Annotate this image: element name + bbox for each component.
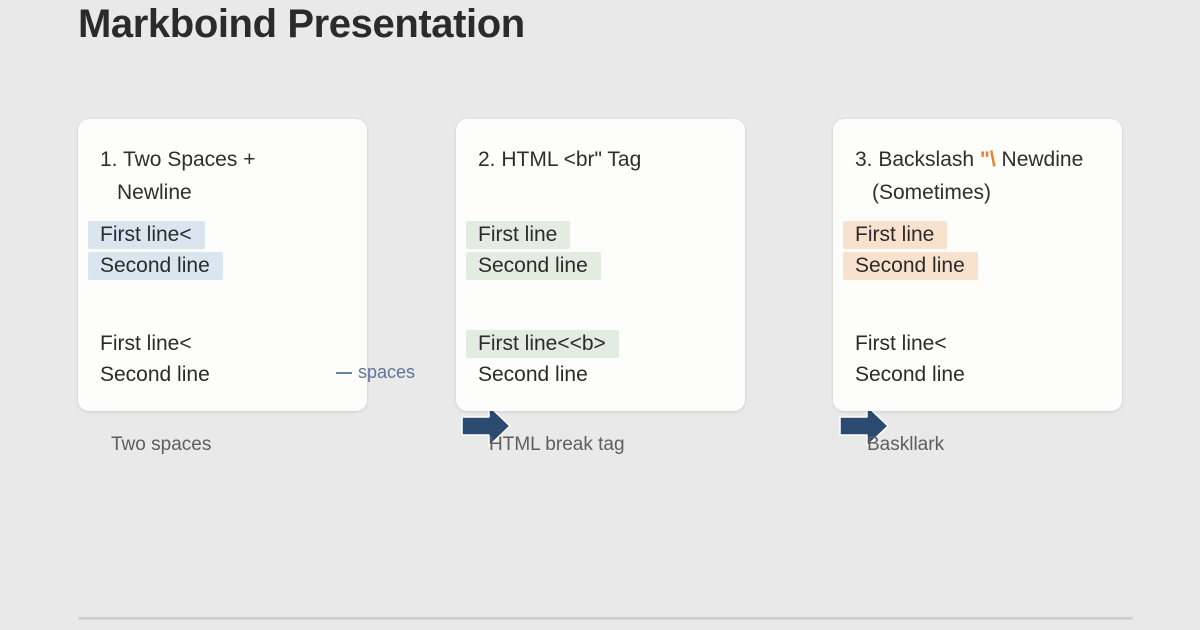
code-line: Second line bbox=[855, 359, 965, 390]
code-block-input: First line< Second line bbox=[88, 219, 367, 281]
code-text: First line bbox=[843, 221, 948, 249]
code-line: Second line bbox=[843, 250, 978, 281]
code-block-output: First line< Second line bbox=[100, 328, 367, 390]
card-heading-line-2: Newline bbox=[117, 181, 192, 204]
code-text: Second line bbox=[466, 252, 601, 280]
code-line: First line bbox=[843, 219, 948, 250]
code-line: Second line bbox=[466, 250, 601, 281]
card-heading: 1. Two Spaces + Newline bbox=[100, 143, 367, 209]
annotation-label: spaces bbox=[358, 362, 416, 382]
card-heading-suffix: Newdine bbox=[995, 148, 1084, 171]
code-block-output: First line<<b> Second line bbox=[466, 328, 745, 390]
code-text: First line< bbox=[88, 221, 205, 249]
card-content: 3. Backslash "\ Newdine (Sometimes) Firs… bbox=[843, 143, 1122, 390]
code-line: First line<<b> bbox=[466, 328, 619, 359]
code-text: First line< bbox=[100, 332, 192, 355]
code-text: First line<<b> bbox=[466, 330, 619, 358]
card-heading: 3. Backslash "\ Newdine (Sometimes) bbox=[855, 143, 1122, 209]
card-heading-prefix: 3. Backslash bbox=[855, 148, 980, 171]
code-block-input: First line Second line bbox=[466, 219, 745, 281]
code-line: First line< bbox=[88, 219, 205, 250]
spaces-annotation: spaces bbox=[336, 362, 415, 383]
code-text: Second line bbox=[88, 252, 223, 280]
code-block-input: First line Second line bbox=[843, 219, 1122, 281]
annotation-leader-line bbox=[336, 371, 352, 374]
footer-divider bbox=[78, 617, 1133, 620]
code-text: Second line bbox=[855, 363, 965, 386]
card-content: 1. Two Spaces + Newline First line< Seco… bbox=[88, 143, 367, 390]
card-caption-two-spaces: Two spaces bbox=[111, 434, 212, 455]
card-row: 1. Two Spaces + Newline First line< Seco… bbox=[78, 119, 1133, 447]
concept-card-two-spaces[interactable]: 1. Two Spaces + Newline First line< Seco… bbox=[78, 119, 415, 411]
card-content: 2. HTML <br" Tag First line Second line … bbox=[466, 143, 745, 390]
concept-card-backslash[interactable]: 3. Backslash "\ Newdine (Sometimes) Firs… bbox=[833, 119, 1122, 411]
code-text: Second line bbox=[100, 363, 210, 386]
code-line: First line bbox=[466, 219, 571, 250]
code-line: Second line bbox=[88, 250, 223, 281]
card-heading: 2. HTML <br" Tag bbox=[478, 143, 745, 176]
code-line: Second line bbox=[100, 359, 210, 390]
code-line: Second line bbox=[478, 359, 588, 390]
concept-card-html-break[interactable]: 2. HTML <br" Tag First line Second line … bbox=[456, 119, 745, 411]
card-heading-accent: "\ bbox=[979, 148, 996, 171]
page-title: Markboind Presentation bbox=[78, 2, 525, 46]
code-text: First line bbox=[466, 221, 571, 249]
code-block-output: First line< Second line bbox=[855, 328, 1122, 390]
code-text: First line< bbox=[855, 332, 947, 355]
card-caption-html-break: HTML break tag bbox=[489, 434, 625, 455]
card-heading-line-1: 2. HTML <br" Tag bbox=[478, 148, 642, 171]
card-heading-line-2: (Sometimes) bbox=[872, 181, 992, 204]
card-heading-line-1: 1. Two Spaces + bbox=[100, 148, 256, 171]
card-caption-backslash: Baskllark bbox=[867, 434, 945, 455]
code-text: Second line bbox=[843, 252, 978, 280]
code-text: Second line bbox=[478, 363, 588, 386]
flow-arrow-right-icon bbox=[460, 403, 512, 449]
code-line: First line< bbox=[855, 328, 947, 359]
code-line: First line< bbox=[100, 328, 192, 359]
flow-arrow-right-icon bbox=[838, 403, 890, 449]
